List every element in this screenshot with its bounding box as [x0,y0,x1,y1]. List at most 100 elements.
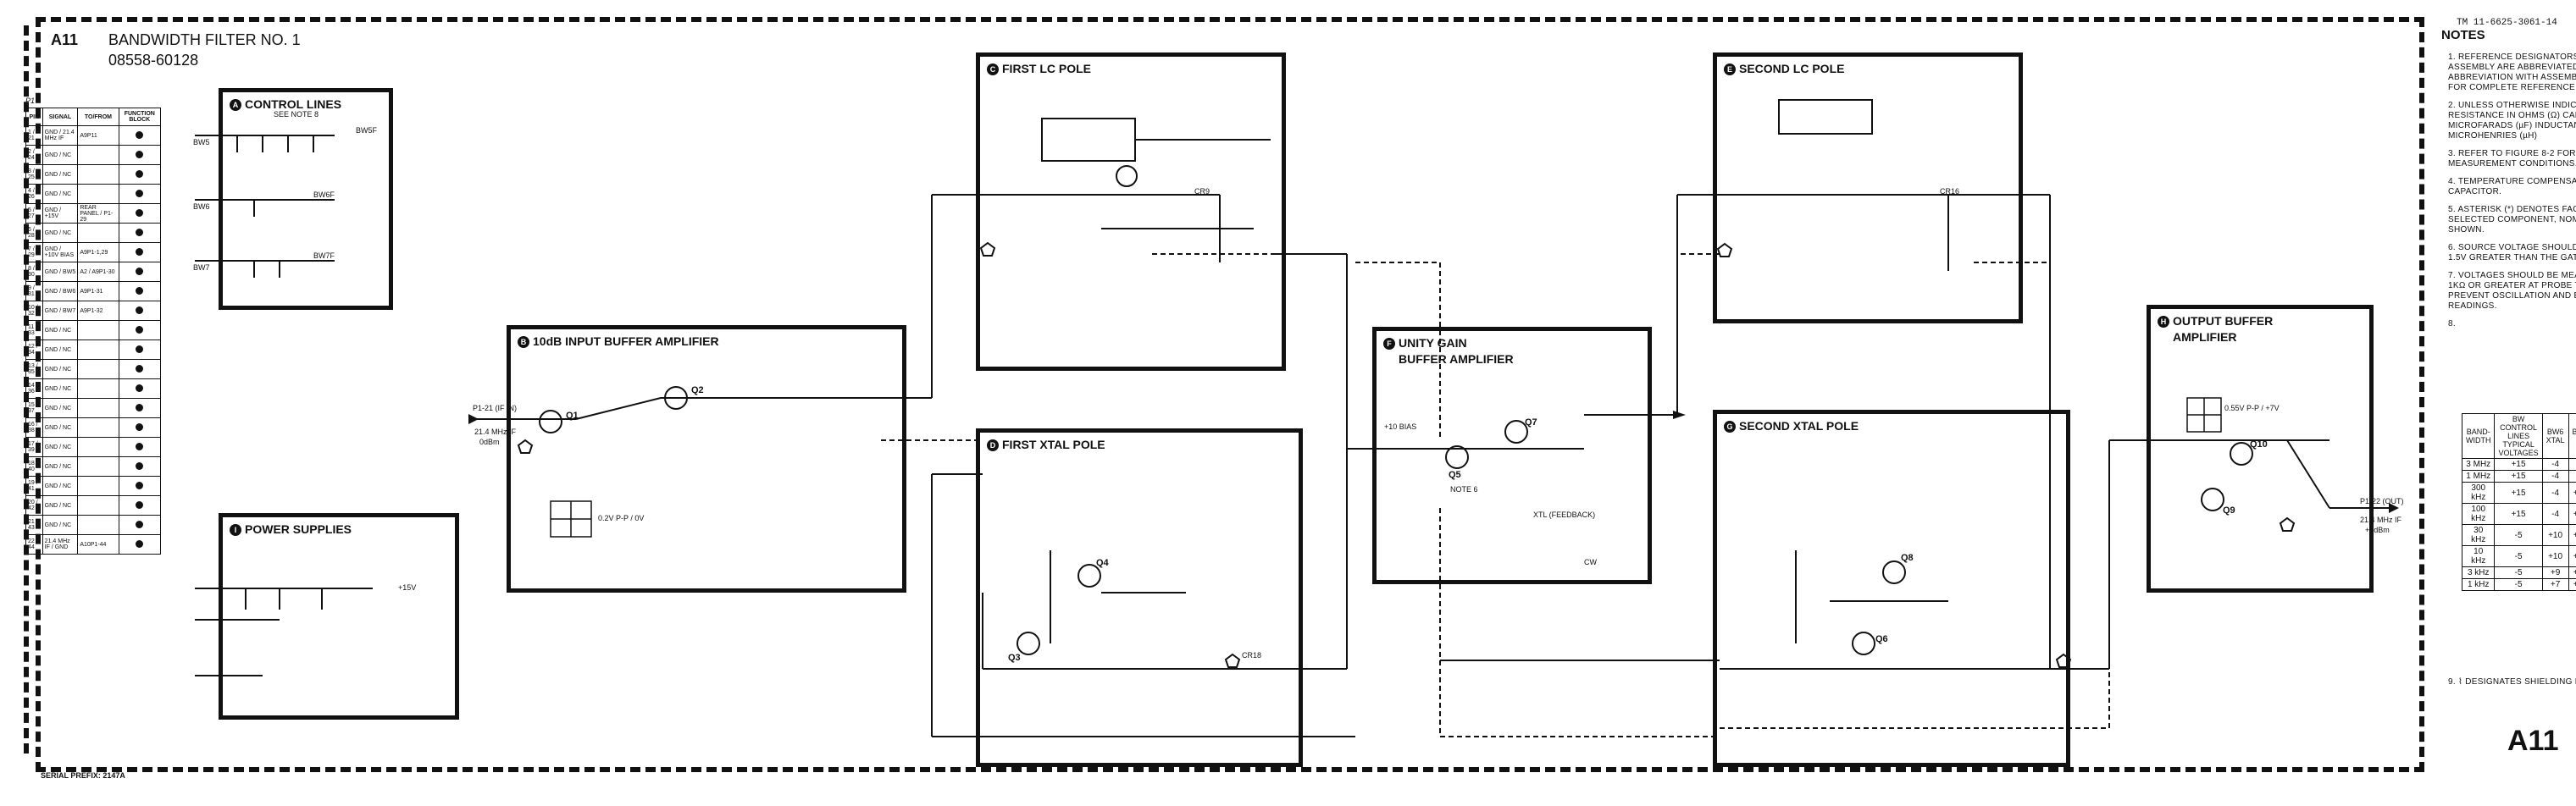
function-block-dot [136,267,144,275]
unity-gain-title: UNITY GAIN [1399,336,1467,350]
bw-table-cell: +10 [2568,482,2576,504]
function-block-dot [136,403,144,411]
function-block-dot [136,345,144,353]
pin-pin-cell: 22 / 44 [25,534,43,555]
function-block-dot [136,500,144,509]
bw-table-cell: 3 kHz [2461,566,2496,579]
pin-to-cell [77,340,119,360]
corner-assembly-label: A11 [2507,725,2559,757]
pin-signal-cell: GND / NC [42,378,79,399]
function-block-marker [118,495,162,516]
function-block-dot [136,461,144,470]
block-c-badge: C [987,63,999,76]
function-block-dot [136,364,144,373]
function-block-marker [118,515,162,535]
bw-table-row: 1 kHz-5+7+15 [2461,578,2576,591]
bw-table-cell: +15 [2568,578,2576,591]
function-block-dot [136,539,144,548]
pin-to-cell: REAR PANEL / P1-29 [77,203,119,224]
bw-table-cell: +14 [2568,545,2576,567]
output-buffer-title: OUTPUT BUFFER [2173,314,2274,328]
control-lines-subtitle: SEE NOTE 8 [274,110,319,119]
function-block-dot [136,481,144,489]
pin-to-cell [77,164,119,185]
block-d-badge: D [987,439,999,452]
block-i-badge: I [230,524,241,537]
function-block-dot [136,169,144,178]
input-level: 0dBm [479,438,500,446]
bw-table-cell: 1 MHz [2461,470,2496,483]
control-lines-title: CONTROL LINES [245,97,342,111]
function-block-dot [136,442,144,450]
bw-table-cell: 3 MHz [2461,458,2496,471]
bandwidth-voltage-table: BAND-WIDTH BW CONTROL LINES TYPICAL VOLT… [2461,413,2576,591]
function-block-dot [136,130,144,139]
part-number: 08558-60128 [108,52,199,69]
q6-label: Q6 [1875,634,1888,644]
pin-to-cell: A10P1-44 [77,534,119,555]
function-block-marker [118,359,162,379]
note-6: 6. SOURCE VOLTAGE SHOULD BE 0.2V TO 1.5V… [2448,243,2576,262]
bw-table-cell: -4 [2541,482,2569,504]
pin-signal-cell: GND / NC [42,184,79,204]
bw7-label: BW7 [193,263,210,272]
pin-signal-cell: GND / NC [42,476,79,496]
unity-gain-title-line2: BUFFER AMPLIFIER [1399,352,1514,366]
function-block-marker [118,242,162,262]
pin-to-cell [77,495,119,516]
function-block-marker [118,125,162,146]
bias-label: +10 BIAS [1384,422,1417,431]
pin-signal-cell: GND / NC [42,398,79,418]
pin-to-cell [77,223,119,243]
bw-table-cell: 1 kHz [2461,578,2496,591]
function-block-dot [136,286,144,295]
function-block-marker [118,417,162,438]
cr16-label: CR16 [1940,187,1960,196]
note-1: 1. REFERENCE DESIGNATORS WITHIN THIS ASS… [2448,52,2576,92]
pin-to-cell: A2 / A9P1-30 [77,262,119,282]
bw-table-cell: -5 [2494,578,2543,591]
block-a-badge: A [230,99,241,112]
second-xtal-pole-title: SECOND XTAL POLE [1739,419,1859,433]
bw6f-label: BW6F [313,190,335,199]
bw-table-cell: -5 [2494,524,2543,546]
q10-label: Q10 [2250,439,2268,450]
pin-signal-cell: GND / NC [42,437,79,457]
bw-table-row: 1 MHz+15-4+9 [2461,470,2576,483]
function-block-dot [136,150,144,158]
function-block-marker [118,145,162,165]
pin-signal-cell: GND / BW7 [42,301,79,321]
bw-table-cell: +14 [2568,566,2576,579]
bw6-label: BW6 [193,202,210,211]
test-point-1-label: 0.2V P-P / 0V [598,514,645,522]
bw5-label: BW5 [193,138,210,146]
note-2: 2. UNLESS OTHERWISE INDICATED: RESISTANC… [2448,101,2576,141]
block-g-badge: G [1724,421,1736,433]
bw-table-cell: +15 [2494,503,2543,525]
function-block-dot [136,520,144,528]
pin-to-cell [77,378,119,399]
bw-table-cell: +15 [2494,458,2543,471]
bw-table-cell: +9 [2541,566,2569,579]
function-block-marker [118,378,162,399]
bw-header-xtal: BW6 XTAL [2541,413,2569,459]
note-3: 3. REFER TO FIGURE 8-2 FOR MEASUREMENT C… [2448,149,2576,168]
block-b-badge: B [518,336,529,349]
notes-title: NOTES [2441,28,2485,42]
input-buffer-title: 10dB INPUT BUFFER AMPLIFIER [533,334,719,348]
xtl-feedback-label: XTL (FEEDBACK) [1533,511,1596,519]
pin-to-cell [77,437,119,457]
function-block-marker [118,476,162,496]
bw7f-label: BW7F [313,251,335,260]
pin-to-cell [77,184,119,204]
